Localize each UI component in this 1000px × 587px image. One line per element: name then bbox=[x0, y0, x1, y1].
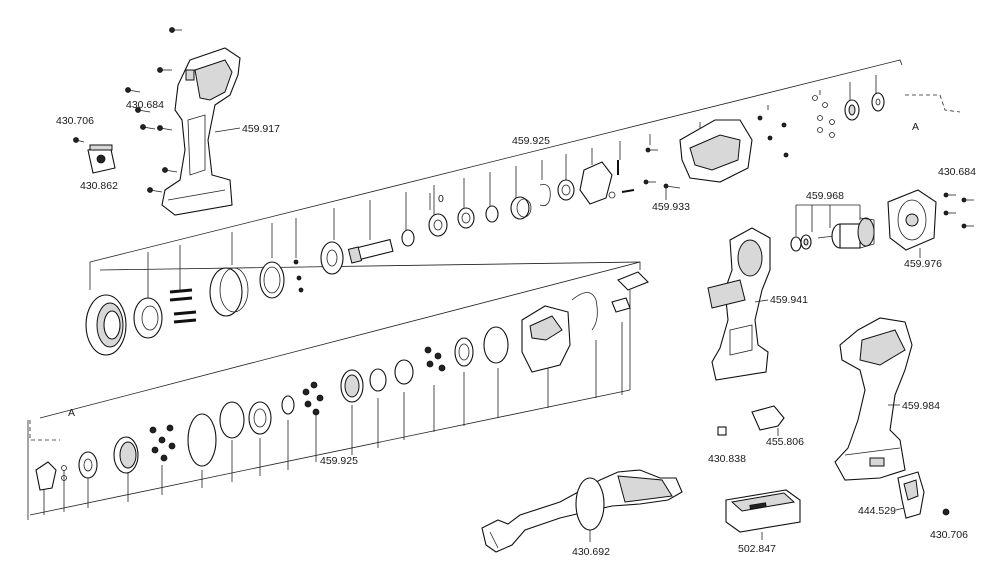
lower-gear-train bbox=[35, 271, 649, 515]
label-455-806: 455.806 bbox=[766, 436, 804, 448]
contact-455-806[interactable] bbox=[751, 405, 785, 431]
label-430-706-a: 430.706 bbox=[56, 115, 94, 127]
zero-mark: 0 bbox=[438, 193, 444, 205]
label-430-862: 430.862 bbox=[80, 180, 118, 192]
label-459-941: 459.941 bbox=[770, 294, 808, 306]
battery-502-847[interactable] bbox=[725, 489, 801, 533]
label-430-838: 430.838 bbox=[708, 453, 746, 465]
label-502-847: 502.847 bbox=[738, 543, 776, 555]
switch-430-862[interactable] bbox=[87, 144, 116, 174]
label-459-933: 459.933 bbox=[652, 201, 690, 213]
label-459-968: 459.968 bbox=[806, 190, 844, 202]
end-cap-screws bbox=[943, 192, 974, 229]
screw-430-706-b[interactable] bbox=[942, 508, 950, 516]
label-430-684-b: 430.684 bbox=[938, 166, 976, 178]
housing-screws bbox=[73, 27, 182, 193]
housing-half-459-941[interactable] bbox=[707, 227, 771, 381]
side-handle-430-692[interactable] bbox=[481, 469, 683, 553]
label-459-917: 459.917 bbox=[242, 123, 280, 135]
housing-half-459-984[interactable] bbox=[834, 317, 913, 481]
belt-clip-444-529[interactable] bbox=[897, 471, 925, 519]
ref-a-bottom: A bbox=[68, 407, 75, 419]
label-430-684-a: 430.684 bbox=[126, 99, 164, 111]
label-459-976: 459.976 bbox=[904, 258, 942, 270]
label-444-529: 444.529 bbox=[858, 505, 896, 517]
label-459-984: 459.984 bbox=[902, 400, 940, 412]
ref-a-top: A bbox=[912, 121, 919, 133]
label-430-706-b: 430.706 bbox=[930, 529, 968, 541]
housing-half-459-917[interactable] bbox=[161, 47, 241, 216]
motor-assembly bbox=[790, 204, 875, 252]
label-459-925-bottom: 459.925 bbox=[320, 455, 358, 467]
label-459-925-top: 459.925 bbox=[512, 135, 550, 147]
part-430-838[interactable] bbox=[717, 426, 727, 436]
label-430-692: 430.692 bbox=[572, 546, 610, 558]
pins bbox=[169, 288, 197, 324]
assembly-rails bbox=[27, 59, 961, 520]
motor-end-cap-459-976[interactable] bbox=[887, 189, 937, 251]
upper-gear-train: 0 bbox=[85, 75, 885, 356]
